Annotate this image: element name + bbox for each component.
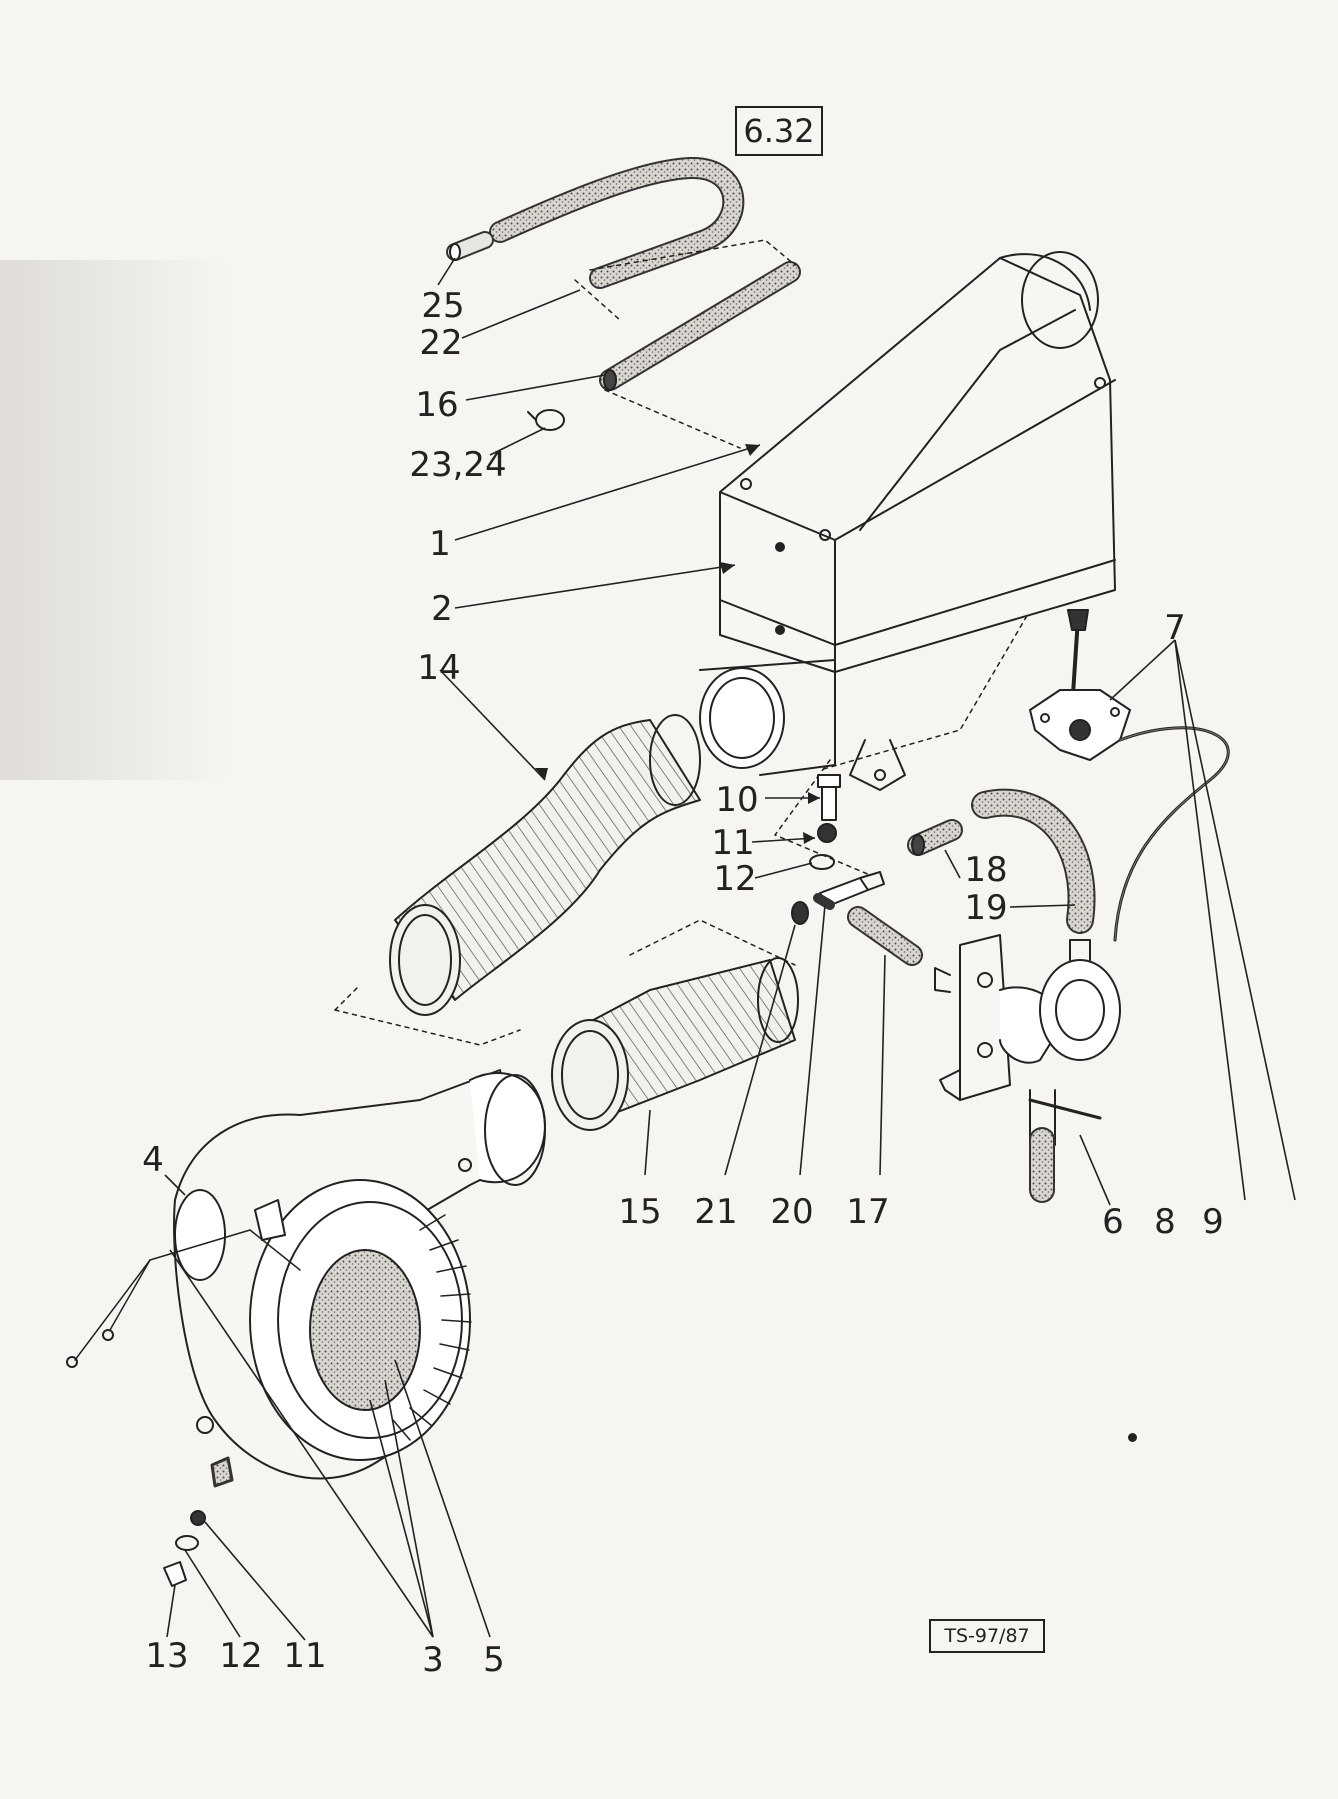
callout-6: 6	[1102, 1202, 1124, 1242]
callout-15: 15	[618, 1192, 662, 1232]
callout-13: 13	[145, 1636, 189, 1676]
drawing-code: TS-97/87	[944, 1624, 1030, 1647]
mounting-bracket	[849, 739, 906, 791]
flex-duct-15	[551, 957, 799, 1131]
callout-19: 19	[964, 888, 1008, 928]
ink-dot	[1128, 1433, 1137, 1442]
u-hose	[489, 157, 745, 289]
control-lever-7	[1029, 609, 1131, 761]
callout-14: 14	[417, 648, 461, 688]
blower-assembly-4	[66, 1069, 546, 1480]
stud-fastener	[190, 1456, 234, 1526]
nut-13	[163, 1561, 187, 1587]
nut-21	[791, 901, 809, 925]
heater-outlet	[699, 659, 836, 776]
callout-20: 20	[770, 1192, 814, 1232]
hose-piece-18	[907, 819, 963, 856]
hose-16	[599, 261, 801, 391]
callout-11-lower: 11	[283, 1636, 327, 1676]
callout-12-upper: 12	[713, 859, 757, 899]
callout-10: 10	[715, 780, 759, 820]
lock-washer-11a	[817, 823, 837, 843]
callout-21: 21	[694, 1192, 738, 1232]
drawing-code-box: TS-97/87	[929, 1619, 1045, 1653]
control-valve-6	[934, 934, 1121, 1146]
dashed-guides	[334, 239, 1046, 1046]
sleeve-25	[446, 231, 494, 261]
blower-grille-ribs	[392, 1214, 472, 1441]
callout-5: 5	[483, 1640, 505, 1680]
hose-19	[971, 788, 1096, 934]
callout-9: 9	[1202, 1202, 1224, 1242]
bolt-10	[817, 774, 841, 821]
hose-piece-17	[847, 906, 923, 966]
hose-clamp	[527, 409, 565, 431]
flex-duct-14	[389, 714, 701, 1016]
figure-number: 6.32	[743, 112, 815, 150]
callout-23-24: 23,24	[409, 445, 507, 485]
leader-lines	[164, 257, 1296, 1641]
callout-3: 3	[422, 1640, 444, 1680]
callout-17: 17	[846, 1192, 890, 1232]
arrowheads	[535, 444, 820, 844]
callout-2: 2	[431, 589, 453, 629]
callout-11-upper: 11	[711, 823, 755, 863]
spring-20	[813, 893, 835, 910]
callout-12-lower: 12	[219, 1636, 263, 1676]
callout-16: 16	[415, 385, 459, 425]
callout-7: 7	[1164, 608, 1186, 648]
callout-22: 22	[419, 323, 463, 363]
figure-number-box: 6.32	[735, 106, 823, 156]
bowden-cable-8-9	[1113, 726, 1230, 942]
washer-12a	[809, 854, 835, 870]
callout-1: 1	[429, 524, 451, 564]
callout-18: 18	[964, 850, 1008, 890]
callout-25: 25	[421, 286, 465, 326]
callout-8: 8	[1154, 1202, 1176, 1242]
callout-4: 4	[142, 1140, 164, 1180]
washer-12b	[175, 1535, 199, 1551]
heater-housing	[719, 251, 1116, 673]
